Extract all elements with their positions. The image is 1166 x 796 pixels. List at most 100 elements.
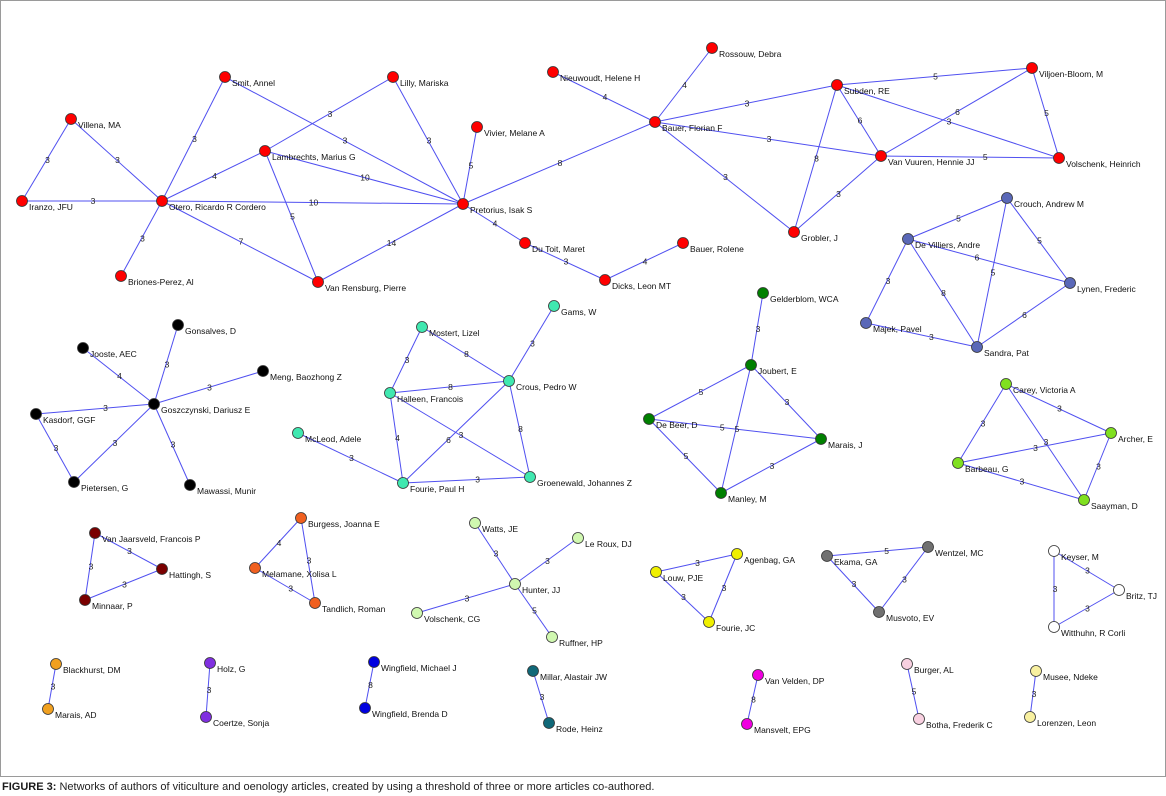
node-circle[interactable] (677, 237, 689, 249)
node-circle[interactable] (643, 413, 655, 425)
author-node-carey-victoria-a[interactable]: Carey, Victoria A (1000, 378, 1076, 396)
node-circle[interactable] (77, 342, 89, 354)
author-node-dicks-leon-mt[interactable]: Dicks, Leon MT (599, 274, 672, 292)
node-circle[interactable] (860, 317, 872, 329)
author-node-nieuwoudt-helene-h[interactable]: Nieuwoudt, Helene H (547, 66, 641, 84)
node-circle[interactable] (913, 713, 925, 725)
node-circle[interactable] (543, 717, 555, 729)
author-node-botha-frederik-c[interactable]: Botha, Frederik C (913, 713, 993, 731)
node-circle[interactable] (312, 276, 324, 288)
author-node-bauer-florian-f[interactable]: Bauer, Florian F (649, 116, 723, 134)
node-circle[interactable] (204, 657, 216, 669)
author-node-watts-je[interactable]: Watts, JE (469, 517, 519, 535)
author-node-halleen-francois[interactable]: Halleen, Francois (384, 387, 464, 405)
author-node-mostert-lizel[interactable]: Mostert, Lizel (416, 321, 480, 339)
node-circle[interactable] (387, 71, 399, 83)
node-circle[interactable] (1053, 152, 1065, 164)
author-node-saayman-d[interactable]: Saayman, D (1078, 494, 1138, 512)
node-circle[interactable] (741, 718, 753, 730)
node-circle[interactable] (156, 195, 168, 207)
author-node-keyser-m[interactable]: Keyser, M (1048, 545, 1099, 563)
node-circle[interactable] (184, 479, 196, 491)
author-node-briones-perez-al[interactable]: Briones-Perez, Al (115, 270, 194, 288)
author-node-vivier-melane-a[interactable]: Vivier, Melane A (471, 121, 546, 139)
node-circle[interactable] (411, 607, 423, 619)
author-node-volschenk-heinrich[interactable]: Volschenk, Heinrich (1053, 152, 1141, 170)
node-circle[interactable] (873, 606, 885, 618)
node-circle[interactable] (384, 387, 396, 399)
node-circle[interactable] (572, 532, 584, 544)
node-circle[interactable] (457, 198, 469, 210)
node-circle[interactable] (922, 541, 934, 553)
node-circle[interactable] (715, 487, 727, 499)
author-node-hunter-jj[interactable]: Hunter, JJ (509, 578, 561, 596)
author-node-viljoen-bloom-m[interactable]: Viljoen-Bloom, M (1026, 62, 1104, 80)
node-circle[interactable] (295, 512, 307, 524)
node-circle[interactable] (16, 195, 28, 207)
author-node-jooste-aec[interactable]: Jooste, AEC (77, 342, 137, 360)
author-node-coertze-sonja[interactable]: Coertze, Sonja (200, 711, 270, 729)
node-circle[interactable] (219, 71, 231, 83)
node-circle[interactable] (1048, 621, 1060, 633)
author-node-pretorius-isak-s[interactable]: Pretorius, Isak S (457, 198, 533, 216)
node-circle[interactable] (1048, 545, 1060, 557)
author-node-lambrechts-marius-g[interactable]: Lambrechts, Marius G (259, 145, 356, 163)
author-node-van-vuuren-hennie-jj[interactable]: Van Vuuren, Hennie JJ (875, 150, 975, 168)
author-node-mcleod-adele[interactable]: McLeod, Adele (292, 427, 362, 445)
author-node-barbeau-g[interactable]: Barbeau, G (952, 457, 1009, 475)
author-node-subden-re[interactable]: Subden, RE (831, 79, 891, 97)
node-circle[interactable] (547, 66, 559, 78)
author-node-van-rensburg-pierre[interactable]: Van Rensburg, Pierre (312, 276, 407, 294)
node-circle[interactable] (292, 427, 304, 439)
node-circle[interactable] (706, 42, 718, 54)
author-node-du-toit-maret[interactable]: Du Toit, Maret (519, 237, 586, 255)
author-node-louw-pje[interactable]: Louw, PJE (650, 566, 704, 584)
node-circle[interactable] (1113, 584, 1125, 596)
node-circle[interactable] (902, 233, 914, 245)
author-node-crous-pedro-w[interactable]: Crous, Pedro W (503, 375, 577, 393)
author-node-rossouw-debra[interactable]: Rossouw, Debra (706, 42, 782, 60)
author-node-wentzel-mc[interactable]: Wentzel, MC (922, 541, 984, 559)
node-circle[interactable] (875, 150, 887, 162)
node-circle[interactable] (115, 270, 127, 282)
author-node-melamane-xolisa-l[interactable]: Melamane, Xolisa L (249, 562, 337, 580)
author-node-burger-al[interactable]: Burger, AL (901, 658, 954, 676)
author-node-gelderblom-wca[interactable]: Gelderblom, WCA (757, 287, 839, 305)
author-node-musee-ndeke[interactable]: Musee, Ndeke (1030, 665, 1099, 683)
author-node-fourie-jc[interactable]: Fourie, JC (703, 616, 756, 634)
author-node-smit-annel[interactable]: Smit, Annel (219, 71, 276, 89)
node-circle[interactable] (599, 274, 611, 286)
author-node-blackhurst-dm[interactable]: Blackhurst, DM (50, 658, 121, 676)
node-circle[interactable] (200, 711, 212, 723)
node-circle[interactable] (831, 79, 843, 91)
node-circle[interactable] (65, 113, 77, 125)
author-node-ekama-ga[interactable]: Ekama, GA (821, 550, 878, 568)
node-circle[interactable] (649, 116, 661, 128)
node-circle[interactable] (309, 597, 321, 609)
node-circle[interactable] (745, 359, 757, 371)
node-circle[interactable] (1024, 711, 1036, 723)
node-circle[interactable] (397, 477, 409, 489)
author-node-gonsalves-d[interactable]: Gonsalves, D (172, 319, 237, 337)
author-node-lynen-frederic[interactable]: Lynen, Frederic (1064, 277, 1137, 295)
author-node-tandlich-roman[interactable]: Tandlich, Roman (309, 597, 386, 615)
author-node-ruffner-hp[interactable]: Ruffner, HP (546, 631, 604, 649)
node-circle[interactable] (731, 548, 743, 560)
node-circle[interactable] (30, 408, 42, 420)
author-node-wingfield-michael-j[interactable]: Wingfield, Michael J (368, 656, 457, 674)
node-circle[interactable] (50, 658, 62, 670)
author-node-crouch-andrew-m[interactable]: Crouch, Andrew M (1001, 192, 1084, 210)
node-circle[interactable] (416, 321, 428, 333)
node-circle[interactable] (548, 300, 560, 312)
node-circle[interactable] (148, 398, 160, 410)
node-circle[interactable] (901, 658, 913, 670)
author-node-bauer-rolene[interactable]: Bauer, Rolene (677, 237, 745, 255)
node-circle[interactable] (469, 517, 481, 529)
node-circle[interactable] (971, 341, 983, 353)
author-node-van-jaarsveld-francois-p[interactable]: Van Jaarsveld, Francois P (89, 527, 201, 545)
author-node-sandra-pat[interactable]: Sandra, Pat (971, 341, 1030, 359)
node-circle[interactable] (519, 237, 531, 249)
author-node-marais-ad[interactable]: Marais, AD (42, 703, 97, 721)
author-node-de-villiers-andre[interactable]: De Villiers, Andre (902, 233, 981, 251)
author-node-musvoto-ev[interactable]: Musvoto, EV (873, 606, 935, 624)
